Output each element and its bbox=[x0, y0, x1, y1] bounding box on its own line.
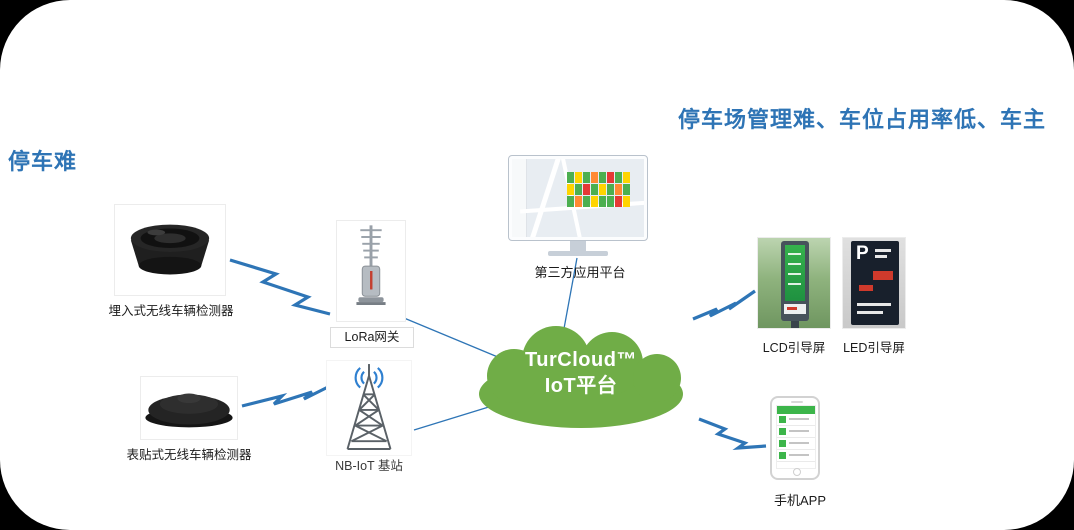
lcd-bottom-sign bbox=[784, 304, 806, 314]
led-screen-label: LED引导屏 bbox=[843, 341, 905, 355]
surface-detector-label: 表贴式无线车辆检测器 bbox=[126, 448, 252, 462]
phone-app-node bbox=[770, 396, 820, 480]
monitor-base bbox=[548, 251, 608, 256]
headline-line1: 停车场管理难、车位占用率低、车主 bbox=[678, 107, 1047, 132]
third-party-platform-label: 第三方应用平台 bbox=[534, 265, 626, 280]
lcd-photo bbox=[758, 238, 830, 328]
headline-line2: 停车难 bbox=[8, 149, 78, 174]
lcd-pole bbox=[791, 321, 799, 328]
led-screen-node: P bbox=[842, 237, 906, 329]
nbiot-tower-icon bbox=[346, 364, 392, 450]
lora-gateway-icon bbox=[356, 225, 386, 305]
surface-detector-icon bbox=[145, 393, 233, 428]
cloud-title-line2: IoT平台 bbox=[544, 375, 618, 398]
third-party-platform-node: 第三方应用平台 bbox=[508, 155, 652, 285]
led-p-letter: P bbox=[856, 243, 869, 264]
monitor-frame-icon bbox=[508, 155, 648, 241]
tower-lattice bbox=[346, 364, 392, 450]
lcd-screen-node bbox=[757, 237, 831, 329]
nbiot-base-station-label: NB-IoT 基站 bbox=[335, 459, 403, 473]
app-header-bar bbox=[777, 406, 815, 414]
lora-gateway-node bbox=[336, 220, 406, 322]
lcd-display bbox=[785, 245, 805, 301]
parking-heatmap bbox=[567, 172, 635, 210]
map-screenshot bbox=[512, 159, 644, 237]
embedded-detector-node bbox=[114, 204, 226, 296]
lcd-screen-label: LCD引导屏 bbox=[762, 341, 826, 355]
phone-screen bbox=[776, 405, 816, 469]
phone-app-label: 手机APP bbox=[741, 489, 859, 513]
embedded-detector-icon bbox=[130, 224, 210, 275]
led-sign-icon: P bbox=[851, 241, 899, 325]
radio-waves-icon bbox=[354, 367, 384, 389]
cloud-title-line1: TurCloud™ bbox=[525, 349, 637, 371]
phone-speaker bbox=[791, 401, 803, 403]
nbiot-base-station-node bbox=[326, 360, 412, 456]
cloud-shape bbox=[479, 326, 683, 428]
map-sidebar bbox=[512, 159, 527, 237]
led-photo: P bbox=[843, 238, 905, 328]
surface-detector-node bbox=[140, 376, 238, 440]
embedded-detector-label: 埋入式无线车辆检测器 bbox=[108, 304, 234, 318]
monitor-stand bbox=[570, 241, 586, 251]
iot-cloud-icon bbox=[479, 326, 683, 428]
cloud-title: TurCloud™ IoT平台 bbox=[452, 347, 710, 400]
phone-icon bbox=[770, 396, 820, 480]
phone-home-button bbox=[793, 468, 801, 476]
lora-gateway-label: LoRa网关 bbox=[330, 327, 414, 348]
